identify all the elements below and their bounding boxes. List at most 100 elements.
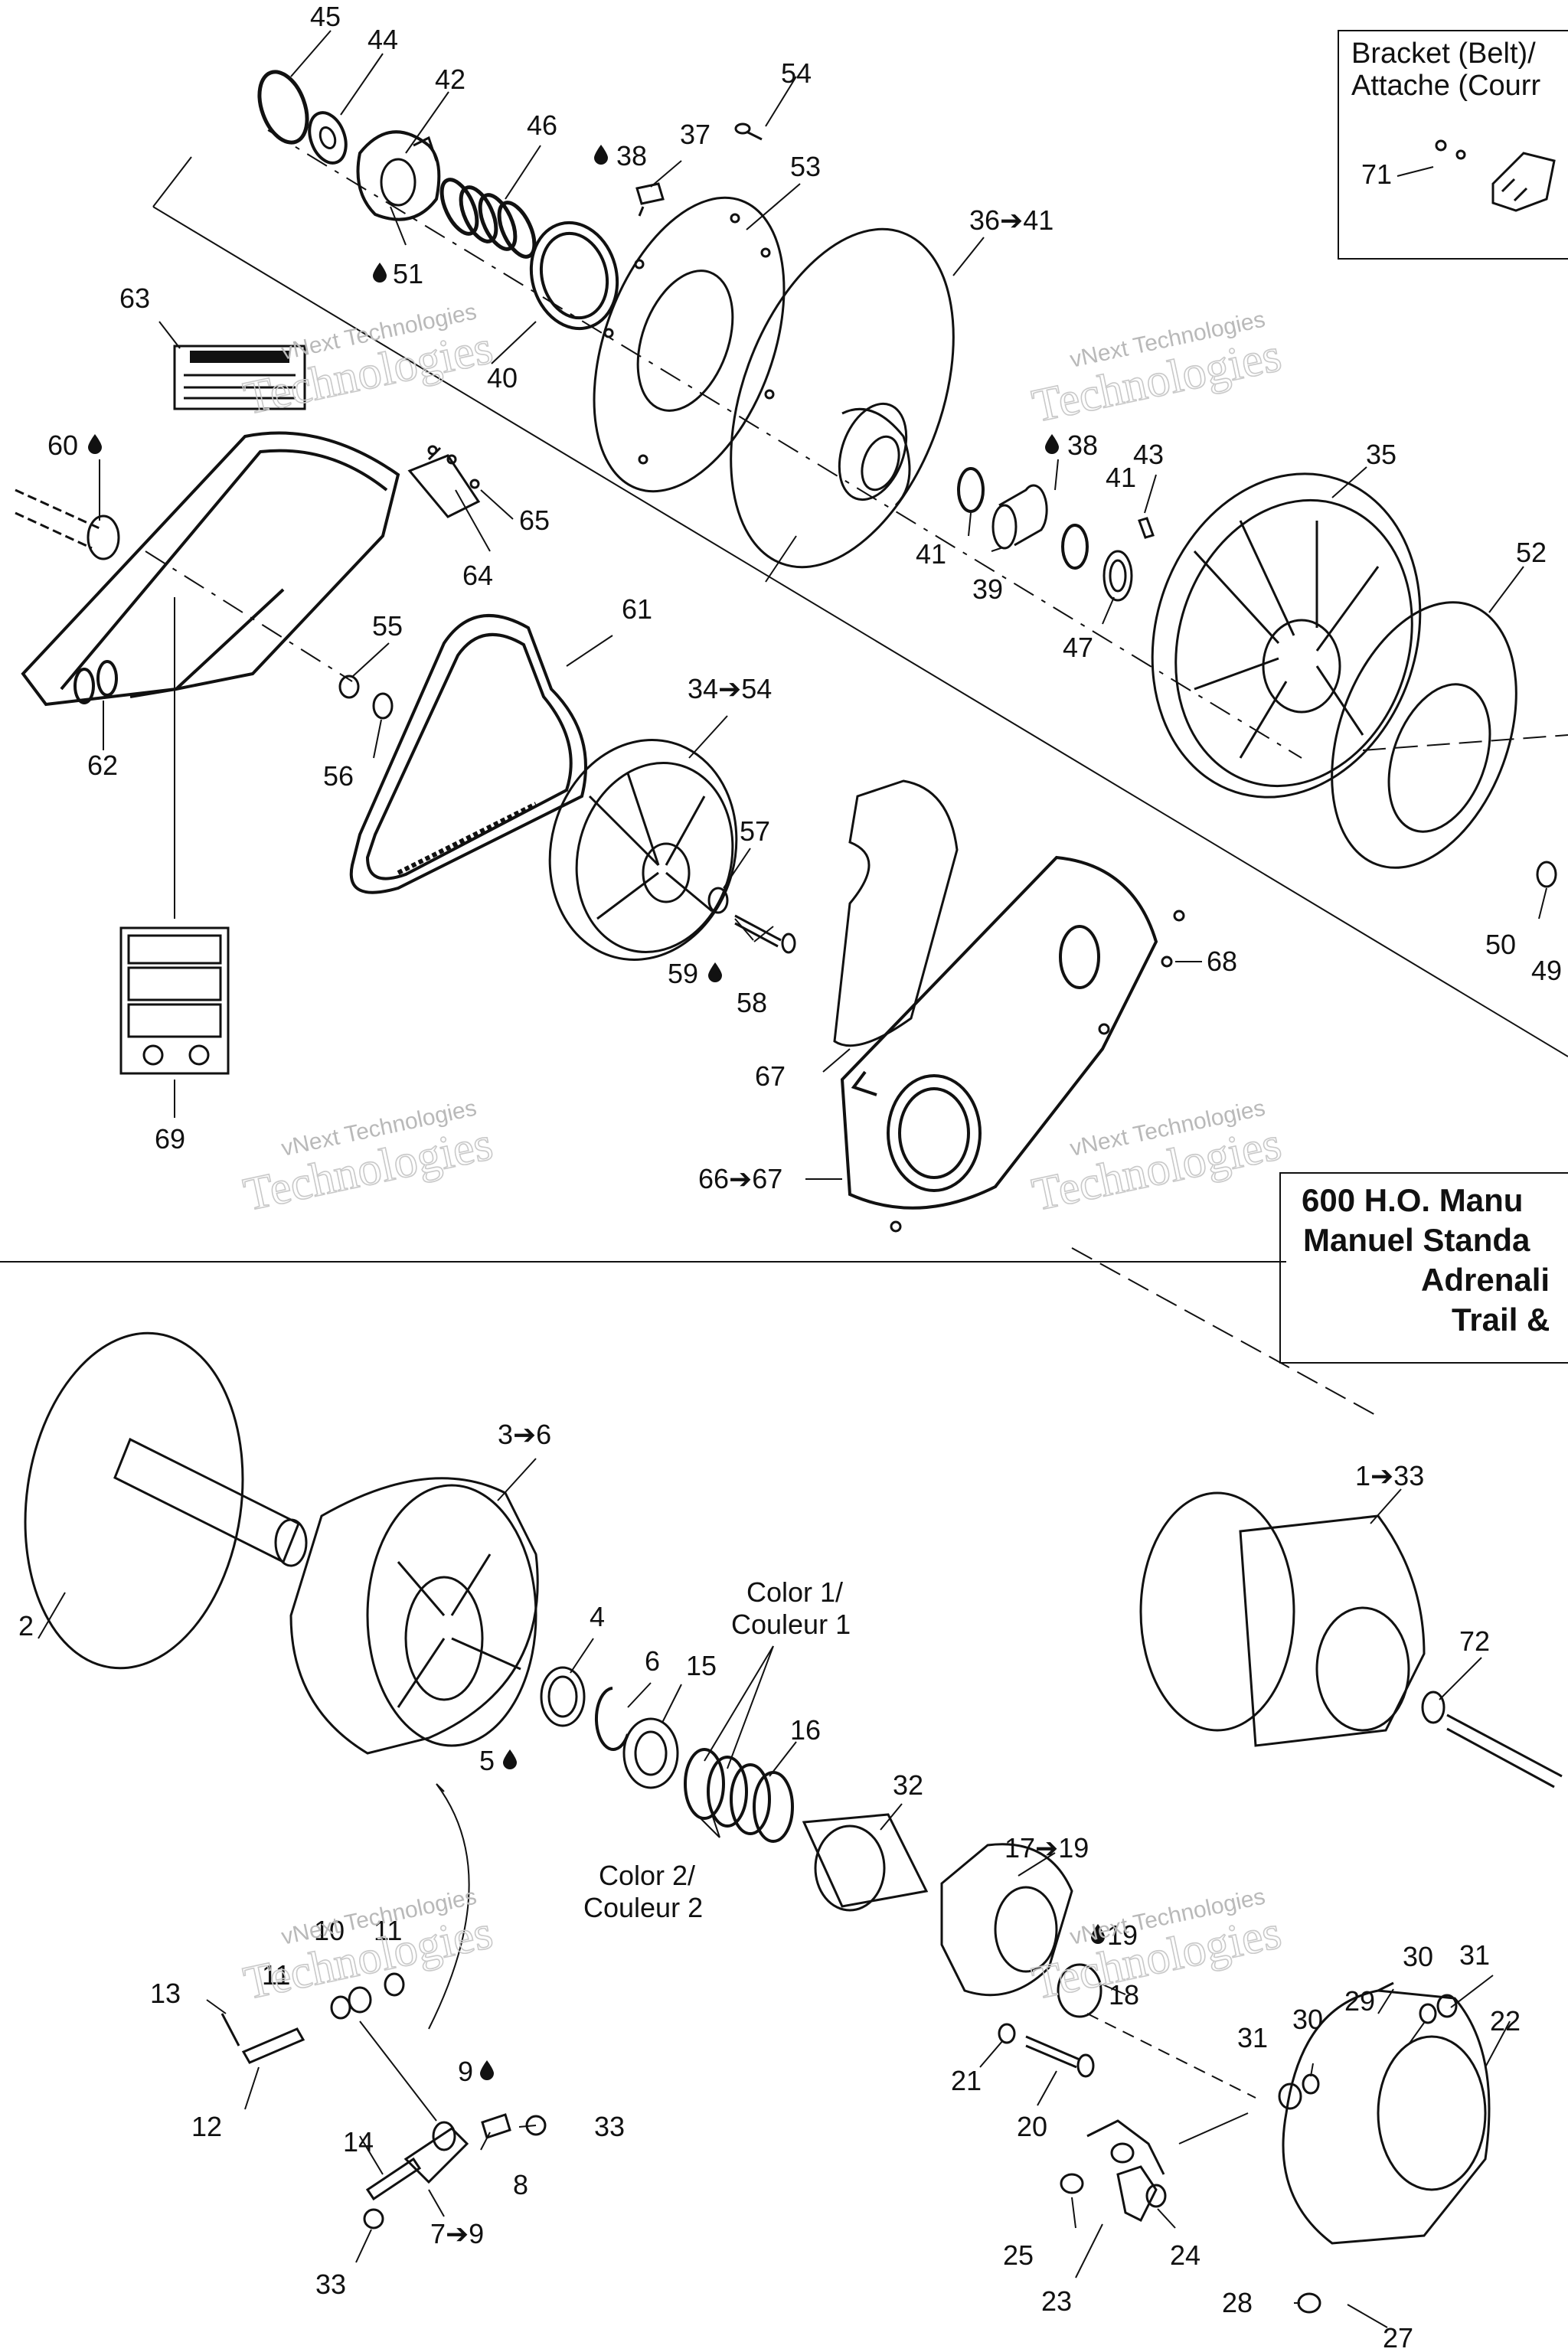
callout-27: 27 [1383, 2322, 1413, 2352]
callout-8: 8 [513, 2169, 528, 2200]
part-41-ring [957, 467, 985, 513]
bracket-box-line2: Attache (Courr [1351, 70, 1540, 102]
part-45-circlip [257, 70, 309, 145]
oil-drop-icon [594, 145, 608, 165]
callout-41b: 41 [1106, 462, 1136, 493]
callout-16: 16 [790, 1714, 821, 1746]
part-67-cover-seal [833, 779, 959, 1047]
part-57-washer [707, 887, 729, 914]
part-61-drive-belt [349, 614, 587, 894]
callout-40: 40 [487, 362, 518, 394]
callout-57: 57 [740, 815, 770, 847]
part-14-pin [365, 2157, 422, 2201]
part-29-screw [1377, 1981, 1394, 1992]
callout-60: 60 [47, 430, 78, 461]
part-3-6-sliding-sheave [289, 1477, 539, 1755]
part-54-screw [734, 122, 763, 141]
part-60-shaft [15, 488, 120, 560]
note-color-2-line1: Color 2/ [599, 1860, 695, 1891]
part-36-41-sliding-sheave [730, 227, 955, 569]
callout-5: 5 [479, 1745, 495, 1776]
callout-1-33: 1➔33 [1355, 1460, 1424, 1491]
callout-labels: 45 44 42 46 38 37 54 53 51 40 36➔41 63 6… [18, 1, 1562, 2352]
callout-30b: 30 [1292, 2004, 1323, 2035]
callout-58: 58 [737, 987, 767, 1018]
part-53-sheave-plate [593, 196, 786, 493]
part-50-washer [1536, 861, 1557, 888]
callout-41a: 41 [916, 538, 946, 570]
model-box-line3: Adrenali [1421, 1262, 1550, 1298]
callout-44: 44 [368, 24, 398, 55]
callout-10: 10 [314, 1915, 345, 1946]
part-1-33-drive-pulley [1139, 1491, 1426, 1747]
part-72-bolt [1421, 1690, 1563, 1788]
part-8-bushing [481, 2113, 511, 2139]
part-28-nut [1297, 2292, 1321, 2314]
model-box-line1: 600 H.O. Manu [1302, 1182, 1523, 1218]
callout-7-9: 7➔9 [430, 2218, 484, 2249]
model-box-line2: Manuel Standa [1303, 1222, 1530, 1258]
callout-54: 54 [781, 57, 812, 89]
callout-17-19: 17➔19 [1004, 1832, 1089, 1864]
callout-64: 64 [462, 560, 493, 591]
part-4-bushing [540, 1666, 586, 1727]
callout-67: 67 [755, 1060, 786, 1092]
bracket-box-line1: Bracket (Belt)/ [1351, 38, 1536, 70]
callout-71: 71 [1361, 158, 1392, 190]
callout-31a: 31 [1459, 1939, 1490, 1971]
callout-33b: 33 [315, 2269, 346, 2300]
callout-13: 13 [150, 1978, 181, 2009]
callout-21: 21 [951, 2065, 982, 2096]
callout-39: 39 [972, 573, 1003, 605]
part-34-54-driven-pulley [548, 739, 738, 961]
part-56-ring [372, 692, 394, 720]
callout-38a: 38 [616, 140, 647, 172]
callout-50: 50 [1485, 929, 1516, 960]
callout-29: 29 [1344, 1985, 1375, 2017]
callout-3-6: 3➔6 [498, 1419, 551, 1450]
oil-drop-icon [480, 2060, 494, 2080]
callout-30a: 30 [1403, 1941, 1433, 1972]
callout-33a: 33 [594, 2111, 625, 2142]
callout-37: 37 [680, 119, 710, 150]
note-color-1-line1: Color 1/ [746, 1576, 843, 1608]
callout-38b: 38 [1067, 430, 1098, 461]
part-20-bolt [1025, 2035, 1095, 2078]
oil-drop-icon [708, 962, 722, 982]
callout-18: 18 [1109, 1979, 1139, 2011]
oil-drop-icon [88, 434, 102, 454]
part-17-19-spider [940, 1843, 1073, 1997]
callout-49: 49 [1531, 955, 1562, 986]
part-39-bushing [991, 484, 1048, 550]
part-47-washer [1102, 550, 1133, 602]
callout-2: 2 [18, 1610, 34, 1642]
callout-14: 14 [343, 2126, 374, 2158]
part-65-screws [427, 445, 480, 489]
assembly-axis-lines [145, 129, 1568, 1417]
part-10-11-washers [330, 1972, 405, 2020]
part-52-cover-plate [1331, 601, 1517, 869]
part-2-fixed-sheave [24, 1331, 308, 1670]
callout-55: 55 [372, 610, 403, 642]
watermarks: vNext Technologies Technologies vNext Te… [239, 299, 1286, 2011]
part-21-washer [998, 2023, 1016, 2044]
callout-59: 59 [668, 958, 698, 989]
leader-lines [38, 30, 1547, 2328]
callout-6: 6 [645, 1645, 660, 1677]
part-13-pin [220, 2013, 240, 2047]
callout-23: 23 [1041, 2285, 1072, 2317]
callout-43: 43 [1133, 439, 1164, 470]
note-color-2-line2: Couleur 2 [583, 1892, 703, 1923]
part-12-pin [241, 2027, 305, 2064]
callout-72: 72 [1459, 1625, 1490, 1657]
callout-22: 22 [1490, 2005, 1521, 2037]
callout-35: 35 [1366, 439, 1396, 470]
note-color-1-line2: Couleur 1 [731, 1609, 851, 1640]
model-box: 600 H.O. Manu Manuel Standa Adrenali Tra… [1279, 1172, 1568, 1364]
callout-65: 65 [519, 505, 550, 536]
callout-34-54: 34➔54 [688, 673, 772, 704]
callout-31b: 31 [1237, 2022, 1268, 2053]
callout-47: 47 [1063, 632, 1093, 663]
part-43-key [1138, 517, 1155, 539]
callout-36-41: 36➔41 [969, 204, 1054, 236]
